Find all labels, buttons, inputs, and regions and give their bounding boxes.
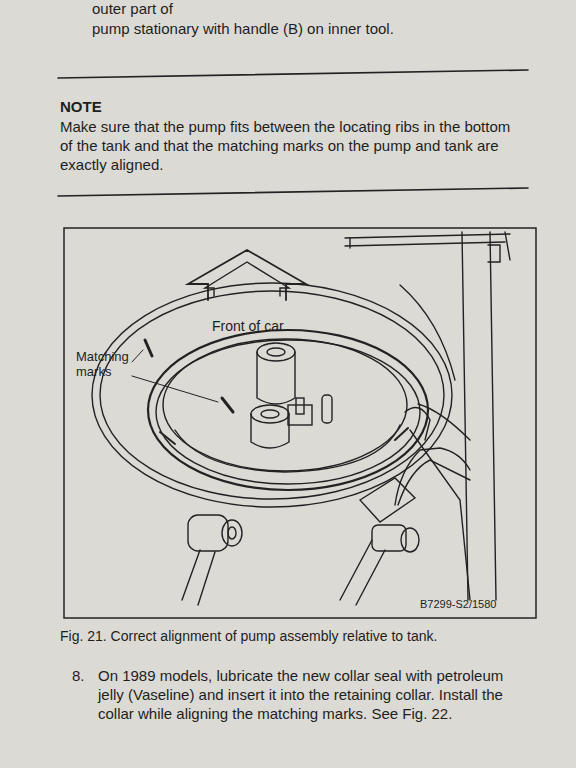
step-text: On 1989 models, lubricate the new collar… [98, 666, 530, 723]
part-label: Matching marks [76, 349, 136, 379]
direction-label: Front of car [212, 318, 322, 334]
figure-code: B7299-S2/1580 [420, 598, 530, 611]
figure-caption: Fig. 21. Correct alignment of pump assem… [60, 628, 536, 645]
note-text: Make sure that the pump fits between the… [60, 117, 526, 174]
body-text: pump stationary with handle (B) on inner… [92, 20, 522, 38]
step-number: 8. [72, 666, 96, 685]
body-text: outer part of [92, 0, 492, 18]
note-heading: NOTE [60, 98, 160, 116]
